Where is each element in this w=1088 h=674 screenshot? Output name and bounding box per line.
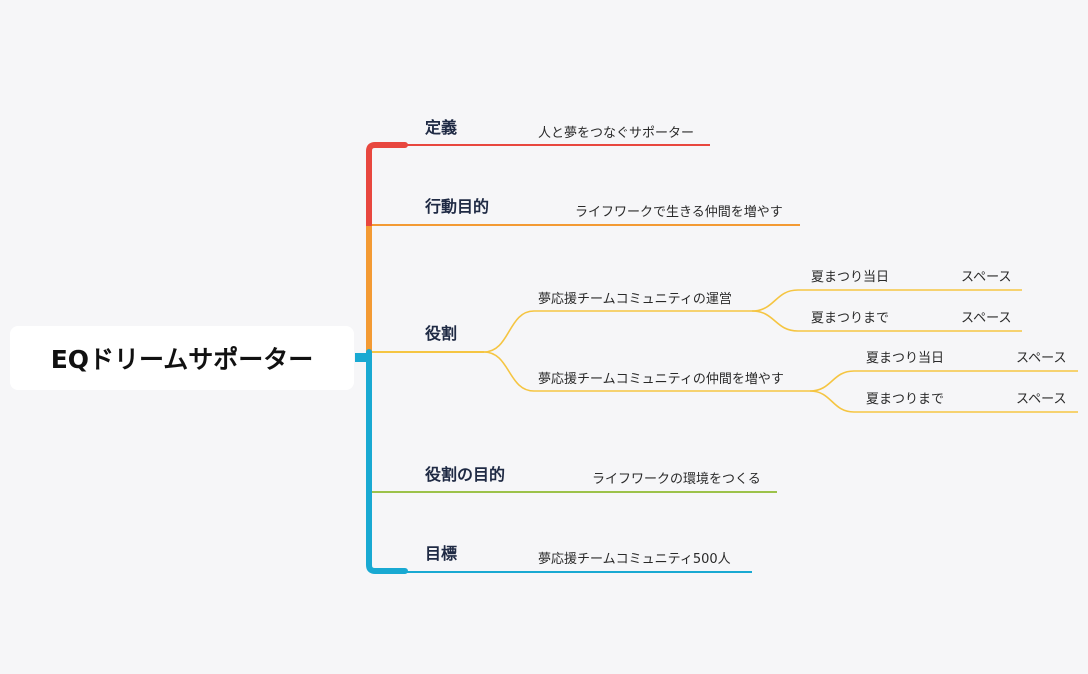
sub-b-item-2[interactable]: 夏まつりまで [866, 392, 945, 407]
sub-b-item-1-leaf[interactable]: スペース [1016, 351, 1067, 366]
role-sub-operation[interactable]: 夢応援チームコミュニティの運営 [538, 292, 732, 307]
branch-role[interactable]: 役割 [425, 324, 458, 343]
branch-action-purpose[interactable]: 行動目的 [425, 197, 490, 216]
trunk-blue [366, 349, 408, 574]
sub-b-item-2-leaf[interactable]: スペース [1016, 392, 1067, 407]
root-node[interactable]: EQドリームサポーター [10, 326, 354, 390]
role-sub-connector-grow [483, 351, 810, 392]
role-sub-connector-operation [483, 310, 752, 353]
sub-a-item-2[interactable]: 夏まつりまで [811, 311, 890, 326]
leaf-definition[interactable]: 人と夢をつなぐサポーター [538, 126, 695, 141]
sub-a-item-1[interactable]: 夏まつり当日 [811, 270, 890, 285]
sub-b-leaf-connector-2 [809, 390, 1078, 413]
trunk-red [366, 142, 408, 229]
sub-a-leaf-connector-2 [751, 310, 1022, 332]
sub-a-item-2-leaf[interactable]: スペース [961, 311, 1012, 326]
branch-role-purpose[interactable]: 役割の目的 [425, 465, 506, 484]
leaf-role-purpose[interactable]: ライフワークの環境をつくる [592, 472, 761, 487]
sub-b-item-1[interactable]: 夏まつり当日 [866, 351, 945, 366]
root-connector [355, 353, 369, 362]
sub-a-item-1-leaf[interactable]: スペース [961, 270, 1012, 285]
role-sub-grow[interactable]: 夢応援チームコミュニティの仲間を増やす [538, 372, 784, 387]
branch-definition[interactable]: 定義 [425, 118, 458, 137]
leaf-action-purpose[interactable]: ライフワークで生きる仲間を増やす [575, 205, 783, 220]
branch-goal[interactable]: 目標 [425, 544, 458, 563]
sub-a-leaf-connector-1 [751, 289, 1022, 312]
root-label: EQドリームサポーター [50, 345, 314, 374]
leaf-goal[interactable]: 夢応援チームコミュニティ500人 [538, 552, 731, 567]
sub-b-leaf-connector-1 [809, 370, 1078, 392]
